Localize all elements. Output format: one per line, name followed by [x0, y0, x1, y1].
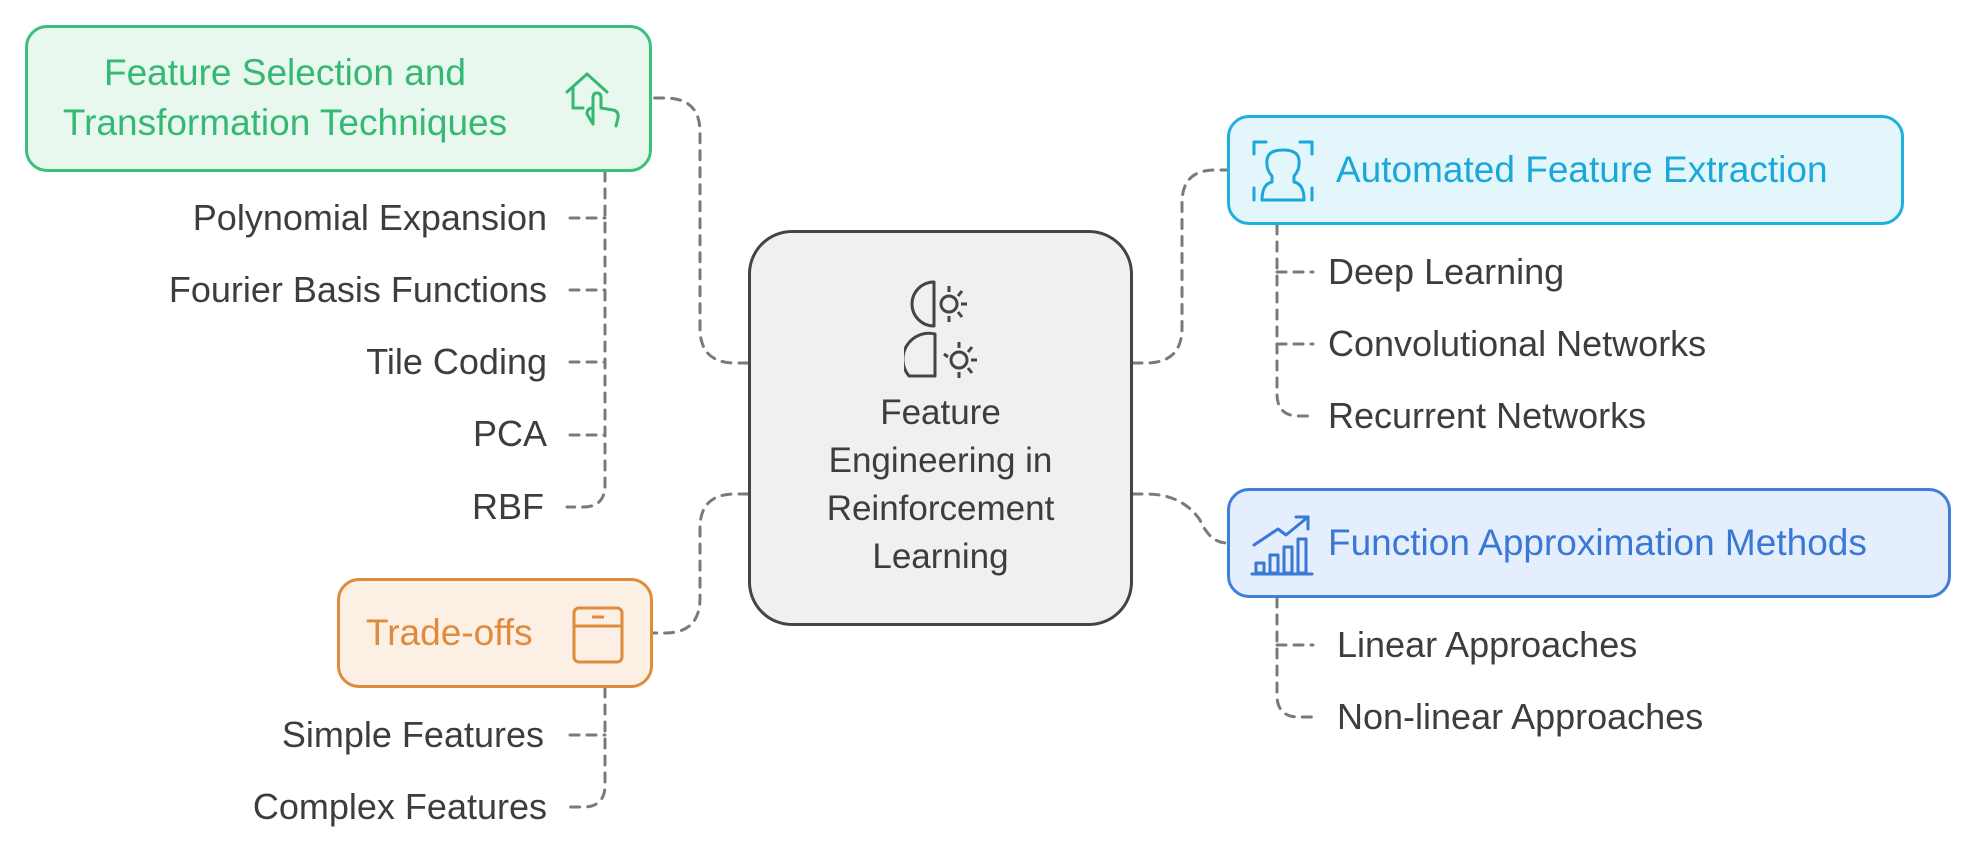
- leaf-fourier-basis: Fourier Basis Functions: [168, 269, 547, 310]
- cabinet-icon: [572, 606, 624, 664]
- leaf-simple-features: Simple Features: [281, 714, 544, 755]
- link-center-approximation: [1131, 492, 1229, 545]
- branch-title: Automated Feature Extraction: [1336, 149, 1828, 190]
- branch-function-approximation[interactable]: Function Approximation Methods: [1227, 488, 1951, 598]
- leaf-non-linear-approaches: Non-linear Approaches: [1337, 696, 1704, 737]
- leaf-pca: PCA: [472, 413, 547, 454]
- branch-title: Trade-offs: [366, 612, 533, 653]
- house-hand-icon: [565, 72, 620, 128]
- branch-feature-selection[interactable]: Feature Selection and Transformation Tec…: [25, 25, 652, 172]
- link-center-tradeoffs: [651, 492, 750, 635]
- link-center-selection: [650, 96, 750, 365]
- leaf-polynomial-expansion: Polynomial Expansion: [192, 197, 547, 238]
- growth-chart-icon: [1250, 515, 1314, 576]
- leaf-linear-approaches: Linear Approaches: [1337, 624, 1638, 665]
- face-scan-icon: [1252, 140, 1314, 202]
- head-gear-icon: [904, 280, 977, 378]
- branch-title: Feature Selection and Transformation Tec…: [62, 52, 508, 143]
- central-topic-node[interactable]: Feature Engineering in Reinforcement Lea…: [748, 230, 1133, 626]
- leaf-tile-coding: Tile Coding: [366, 341, 547, 382]
- leaf-complex-features: Complex Features: [252, 786, 547, 827]
- branch-automated-extraction[interactable]: Automated Feature Extraction: [1227, 115, 1904, 225]
- leaf-deep-learning: Deep Learning: [1328, 251, 1565, 292]
- leaf-recurrent-networks: Recurrent Networks: [1328, 395, 1647, 436]
- branch-title: Function Approximation Methods: [1328, 522, 1867, 563]
- branch-trade-offs[interactable]: Trade-offs: [337, 578, 653, 688]
- link-center-automated: [1131, 168, 1229, 365]
- leaf-rbf: RBF: [472, 486, 544, 527]
- central-topic-title: Feature Engineering in Reinforcement Lea…: [826, 393, 1055, 576]
- leaf-convolutional-networks: Convolutional Networks: [1328, 323, 1707, 364]
